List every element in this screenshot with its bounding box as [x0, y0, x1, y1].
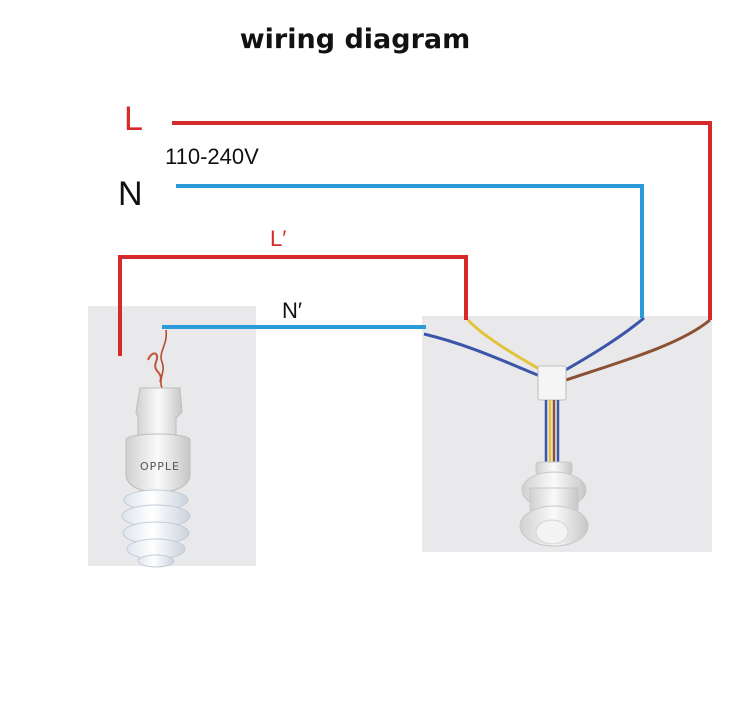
lamp-wire-lead [147, 352, 162, 383]
sensor-lead-brown [565, 318, 711, 382]
live-out-label: L′ [270, 226, 286, 251]
sensor-lead-blue-left [423, 332, 546, 380]
page-title: wiring diagram [240, 24, 471, 55]
sensor-lead-blue-right [561, 316, 645, 374]
lamp-brand-label: OPPLE [140, 460, 180, 473]
live-label: L [124, 100, 143, 138]
neutral-wire [176, 184, 644, 318]
wire-connector [537, 365, 567, 401]
voltage-label: 110-240V [165, 144, 259, 169]
cfl-bulb-icon: OPPLE [121, 387, 191, 568]
lamp-photo: OPPLE [88, 306, 256, 568]
live-out-wire [118, 255, 468, 356]
sensor-photo [422, 316, 712, 552]
neutral-out-label: N′ [282, 298, 302, 323]
live-wire [172, 121, 712, 320]
lamp-wire-lead [160, 329, 168, 389]
pir-motion-sensor-icon [519, 461, 589, 547]
neutral-label: N [118, 175, 143, 213]
